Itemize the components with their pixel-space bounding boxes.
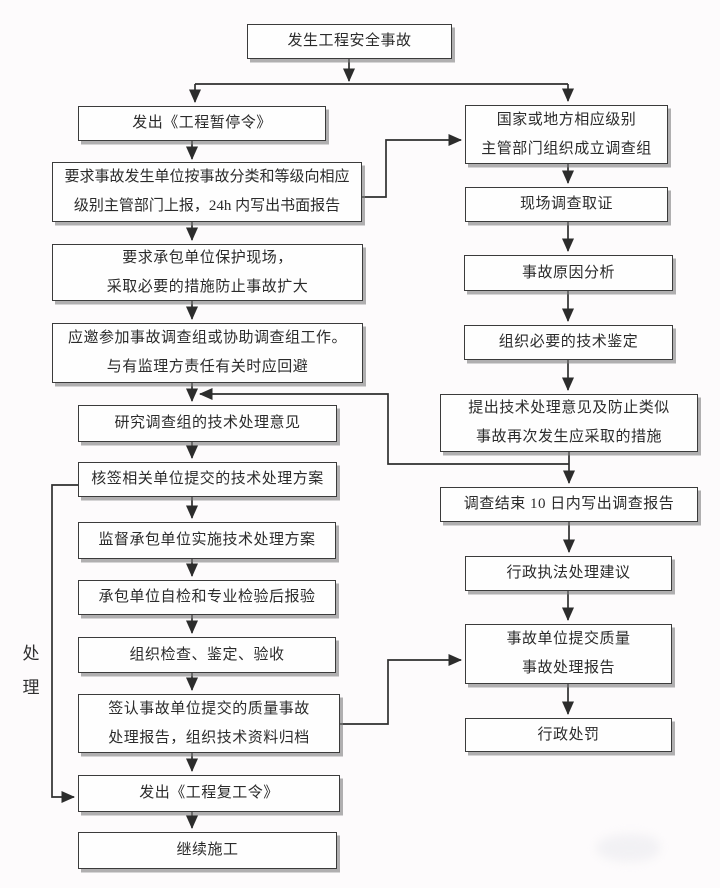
arrow-countersign-plan-to-resume-order bbox=[51, 484, 78, 803]
node-site-evidence-collection: 现场调查取证 bbox=[465, 187, 668, 222]
node-protect-site: 要求承包单位保护现场， 采取必要的措施防止事故扩大 bbox=[52, 244, 363, 301]
node-investigation-report: 调查结束 10 日内写出调查报告 bbox=[440, 487, 698, 522]
node-issue-resume-order: 发出《工程复工令》 bbox=[78, 775, 340, 812]
node-law-enforcement-suggestion: 行政执法处理建议 bbox=[465, 556, 672, 591]
node-continue-construction: 继续施工 bbox=[78, 832, 337, 869]
node-submit-quality-report: 事故单位提交质量 事故处理报告 bbox=[465, 624, 672, 684]
node-technical-appraisal: 组织必要的技术鉴定 bbox=[464, 325, 673, 360]
node-cause-analysis: 事故原因分析 bbox=[464, 255, 673, 291]
node-issue-stop-order: 发出《工程暂停令》 bbox=[78, 106, 326, 141]
node-form-investigation-team: 国家或地方相应级别 主管部门组织成立调查组 bbox=[465, 105, 668, 164]
node-organize-inspection-acceptance: 组织检查、鉴定、验收 bbox=[78, 637, 336, 673]
node-accident-occurs: 发生工程安全事故 bbox=[247, 24, 452, 59]
node-study-technical-opinion: 研究调查组的技术处理意见 bbox=[78, 405, 337, 442]
node-report-to-authority: 要求事故发生单位按事故分类和等级向相应 级别主管部门上报，24h 内写出书面报告 bbox=[52, 162, 362, 222]
node-join-investigation: 应邀参加事故调查组或协助调查组工作。 与有监理方责任有关时应回避 bbox=[52, 323, 363, 383]
node-countersign-accident-report: 签认事故单位提交的质量事故 处理报告，组织技术资料归档 bbox=[78, 694, 340, 753]
watermark-smudge bbox=[596, 834, 660, 862]
arrow-countersign-report-to-submit-report bbox=[340, 654, 462, 725]
node-countersign-technical-plan: 核签相关单位提交的技术处理方案 bbox=[78, 462, 337, 497]
node-propose-measures: 提出技术处理意见及防止类似 事故再次发生应采取的措施 bbox=[440, 394, 698, 452]
arrow-report-to-investigation-team bbox=[362, 134, 462, 198]
node-contractor-self-check: 承包单位自检和专业检验后报验 bbox=[78, 580, 336, 615]
node-supervise-implementation: 监督承包单位实施技术处理方案 bbox=[78, 522, 336, 559]
node-administrative-penalty: 行政处罚 bbox=[465, 718, 672, 752]
side-label-handling: 处 理 bbox=[22, 644, 40, 697]
